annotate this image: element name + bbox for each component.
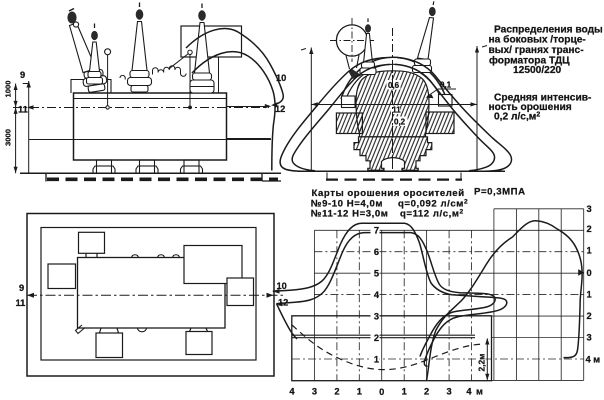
svg-text:10: 10 (277, 281, 287, 291)
svg-text:9: 9 (19, 283, 24, 293)
svg-text:11: 11 (16, 298, 26, 308)
svg-text:3: 3 (312, 387, 317, 397)
svg-text:1: 1 (374, 354, 379, 364)
svg-text:1000: 1000 (4, 81, 13, 98)
svg-text:10: 10 (276, 73, 286, 83)
svg-text:0,2: 0,2 (394, 118, 406, 127)
svg-text:4: 4 (466, 387, 472, 397)
svg-text:12: 12 (275, 104, 285, 114)
svg-text:Распределения воды: Распределения воды (494, 24, 603, 35)
svg-text:3: 3 (374, 311, 379, 321)
svg-text:2: 2 (374, 333, 379, 343)
svg-text:3: 3 (587, 333, 592, 343)
svg-text:11: 11 (392, 106, 401, 115)
svg-text:4 м: 4 м (586, 355, 601, 365)
svg-text:q=0,092 л/см2: q=0,092 л/см2 (398, 198, 468, 209)
svg-text:м: м (476, 387, 483, 397)
svg-text:2: 2 (334, 387, 339, 397)
svg-text:№11-12 Н=3,0м: №11-12 Н=3,0м (311, 208, 388, 219)
svg-text:7: 7 (374, 226, 379, 236)
svg-text:ность орошения: ность орошения (489, 102, 572, 113)
svg-text:9: 9 (20, 70, 25, 80)
svg-text:12: 12 (278, 298, 288, 308)
svg-text:1: 1 (357, 387, 362, 397)
svg-text:0: 0 (379, 387, 384, 397)
svg-text:6: 6 (374, 247, 379, 257)
svg-text:2: 2 (424, 387, 429, 397)
svg-text:3000: 3000 (4, 129, 13, 146)
svg-text:форматора ТДЦ: форматора ТДЦ (489, 54, 570, 66)
svg-text:2,2м: 2,2м (477, 354, 487, 372)
svg-text:0,6: 0,6 (388, 81, 400, 90)
svg-text:1: 1 (587, 290, 592, 300)
svg-text:2: 2 (587, 311, 592, 321)
svg-text:0,1: 0,1 (440, 81, 452, 90)
svg-text:0,2 л/с,м2: 0,2 л/с,м2 (494, 111, 540, 122)
svg-text:Карты орошения оросителей: Карты орошения оросителей (312, 188, 465, 199)
svg-text:12500/220: 12500/220 (513, 65, 561, 76)
svg-text:3: 3 (587, 204, 592, 214)
svg-text:3: 3 (447, 387, 452, 397)
svg-text:№9-10 Н=4,0м: №9-10 Н=4,0м (311, 198, 383, 209)
svg-text:0: 0 (587, 268, 592, 278)
svg-text:q=112 л/с,м2: q=112 л/с,м2 (400, 208, 464, 219)
svg-text:Средняя интенсив-: Средняя интенсив- (494, 93, 591, 104)
svg-text:на боковых /торце-: на боковых /торце- (489, 34, 586, 46)
svg-text:2: 2 (587, 224, 592, 234)
svg-text:Р=0,3МПА: Р=0,3МПА (474, 187, 526, 198)
svg-text:4: 4 (374, 290, 380, 300)
svg-text:5: 5 (374, 269, 379, 279)
svg-text:вых/ гранях транс-: вых/ гранях транс- (489, 45, 584, 56)
svg-text:1: 1 (587, 246, 592, 256)
svg-text:1: 1 (402, 387, 407, 397)
svg-text:4: 4 (289, 387, 295, 397)
svg-text:11: 11 (18, 105, 28, 115)
